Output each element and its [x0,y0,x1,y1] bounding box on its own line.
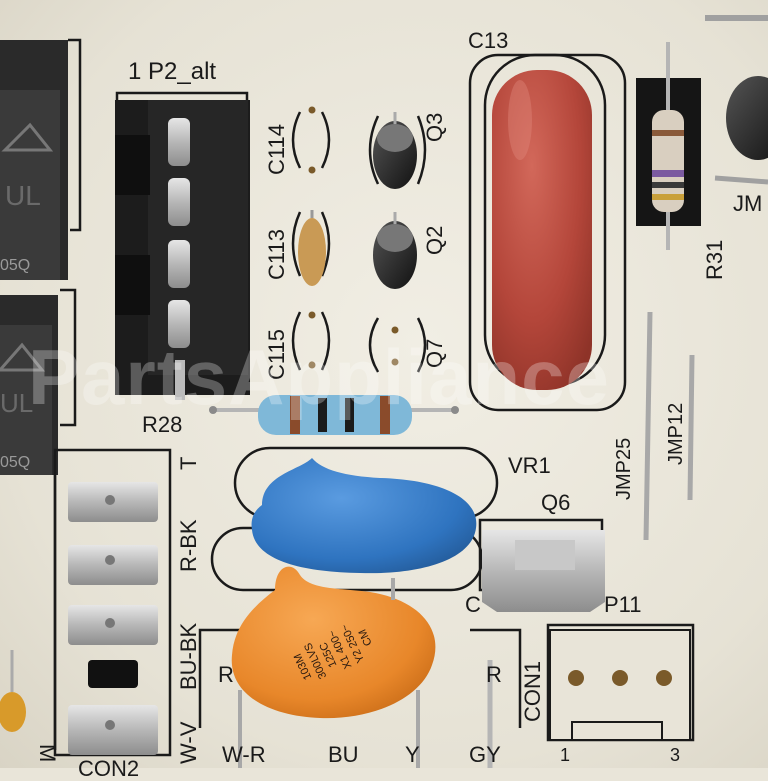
orange-disc-capacitor [231,566,436,768]
label-w-v: W-V [176,721,201,764]
relay-top-marking: 05Q [0,257,31,274]
relay-bottom: UL [0,295,58,475]
label-gy: GY [469,742,501,767]
label-pin3: 3 [670,745,681,765]
label-jmp25: JMP25 [613,437,635,500]
label-c-partial: C [465,592,481,617]
label-m: M [35,744,60,763]
label-r-partial: R [218,662,234,687]
label-q3: Q3 [422,112,447,142]
label-y: Y [405,742,420,767]
watermark: PartsAppliance [28,333,610,421]
q3-transistor [373,112,417,189]
label-jm: JM [733,191,763,216]
label-r-right: R [486,662,502,687]
label-c13: C13 [468,28,509,53]
relay-top: UL [0,40,68,280]
label-q2: Q2 [422,225,447,255]
con1-connector [549,629,691,741]
label-t: T [176,456,201,470]
label-r-bk: R-BK [176,519,201,572]
label-pin1: 1 [560,745,571,765]
label-con2: CON2 [78,756,140,781]
label-bu: BU [328,742,359,767]
label-c113: C113 [264,229,289,280]
label-p2-alt: 1 P2_alt [128,58,217,85]
blue-disc-capacitor [251,458,477,574]
q6-transistor [482,530,605,612]
svg-text:UL: UL [0,388,33,418]
c113-capacitor [298,218,326,286]
label-jmp12: JMP12 [665,402,687,465]
label-c114: C114 [264,124,289,175]
label-con1: CON1 [520,660,545,722]
label-r28: R28 [142,412,183,437]
spade-terminals [68,482,158,755]
p2-alt-connector [115,100,250,400]
q2-transistor [373,212,417,289]
r31-resistor [652,42,684,250]
label-bu-bk: BU-BK [176,622,201,690]
label-w-r: W-R [222,742,266,767]
label-q6: Q6 [541,490,571,515]
label-vr1: VR1 [508,453,551,478]
label-p11: P11 [604,592,642,617]
relay-bottom-marking: 05Q [0,454,31,471]
c13-film-capacitor [492,70,592,390]
label-r31: R31 [702,239,727,280]
r28-resistor [209,395,459,435]
svg-text:UL: UL [5,180,41,211]
